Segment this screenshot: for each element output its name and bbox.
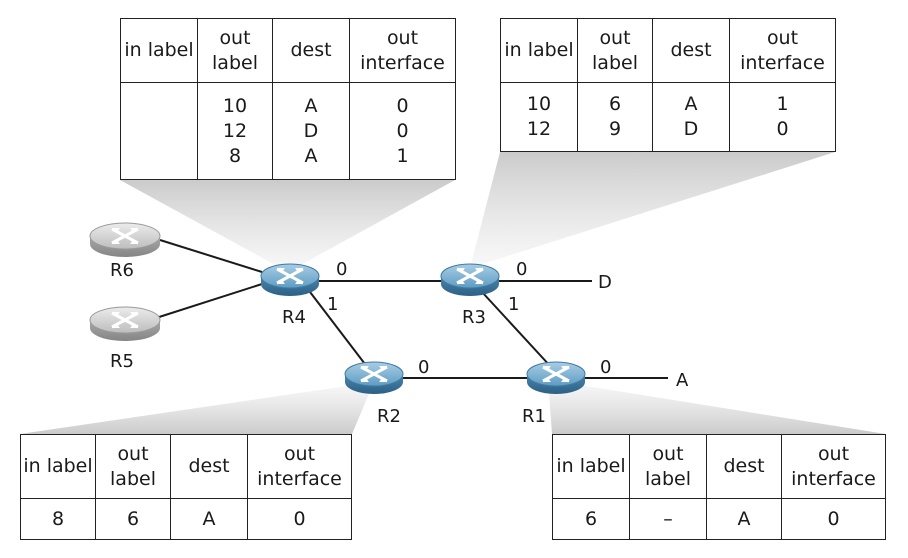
r1-table-fan — [548, 380, 886, 434]
dest-cell: A — [706, 498, 782, 540]
out-interface-cell: 0 — [247, 498, 352, 540]
out-interface-cell: 0 — [781, 498, 886, 540]
r4-table-fan — [120, 180, 455, 272]
router-r3-label: R3 — [462, 307, 486, 328]
port-r3-to-d: 0 — [516, 259, 527, 280]
router-r6-icon — [89, 222, 161, 257]
router-r2-label: R2 — [377, 406, 401, 427]
out-label-cell: 10 12 8 — [197, 82, 273, 180]
router-r3-icon — [440, 263, 500, 296]
header-dest: dest — [652, 18, 730, 83]
in-label-cell — [120, 82, 198, 180]
out-interface-cell: 0 0 1 — [349, 82, 456, 180]
r3-forwarding-table: in label out label dest out interface 10… — [500, 18, 836, 152]
port-r2-to-r1: 0 — [418, 357, 429, 378]
link-r5-r4 — [155, 283, 263, 319]
header-in-label: in label — [552, 434, 630, 499]
port-r4-to-r3: 0 — [336, 259, 347, 280]
header-out-label: out label — [577, 18, 653, 83]
router-r5-label: R5 — [110, 351, 134, 372]
header-dest: dest — [706, 434, 782, 499]
router-r4-icon — [260, 263, 320, 296]
in-label-cell: 10 12 — [500, 82, 578, 152]
links — [155, 239, 668, 379]
in-label-cell: 6 — [552, 498, 630, 540]
destination-d-label: D — [598, 272, 612, 293]
router-r5-icon — [89, 306, 161, 341]
header-out-interface: out interface — [349, 18, 456, 83]
header-in-label: in label — [20, 434, 96, 499]
header-out-label: out label — [629, 434, 707, 499]
link-r4-r2 — [309, 291, 369, 369]
r3-table-fan — [470, 152, 835, 268]
r2-forwarding-table: in label out label dest out interface 8 … — [20, 434, 352, 540]
out-label-cell: 6 9 — [577, 82, 653, 152]
header-in-label: in label — [500, 18, 578, 83]
r4-forwarding-table: in label out label dest out interface 10… — [120, 18, 456, 180]
out-interface-cell: 1 0 — [729, 82, 836, 152]
header-out-interface: out interface — [247, 434, 352, 499]
router-r1-label: R1 — [522, 406, 546, 427]
port-r1-to-a: 0 — [600, 357, 611, 378]
header-in-label: in label — [120, 18, 198, 83]
router-r4-label: R4 — [282, 307, 306, 328]
header-out-label: out label — [95, 434, 171, 499]
link-r3-r1 — [481, 291, 553, 369]
header-dest: dest — [170, 434, 248, 499]
header-out-interface: out interface — [781, 434, 886, 499]
out-label-cell: 6 — [95, 498, 171, 540]
router-r2-icon — [344, 361, 404, 394]
r1-forwarding-table: in label out label dest out interface 6 … — [552, 434, 886, 540]
port-r3-to-r1: 1 — [508, 294, 519, 315]
destination-a-label: A — [676, 370, 689, 391]
dest-cell: A D A — [272, 82, 350, 180]
router-r6-label: R6 — [110, 260, 134, 281]
r2-table-fan — [20, 382, 374, 434]
header-out-interface: out interface — [729, 18, 836, 83]
header-dest: dest — [272, 18, 350, 83]
router-r1-icon — [526, 361, 586, 394]
port-r4-to-r2: 1 — [327, 294, 338, 315]
dest-cell: A — [170, 498, 248, 540]
dest-cell: A D — [652, 82, 730, 152]
in-label-cell: 8 — [20, 498, 96, 540]
link-r6-r4 — [159, 239, 263, 273]
out-label-cell: – — [629, 498, 707, 540]
header-out-label: out label — [197, 18, 273, 83]
